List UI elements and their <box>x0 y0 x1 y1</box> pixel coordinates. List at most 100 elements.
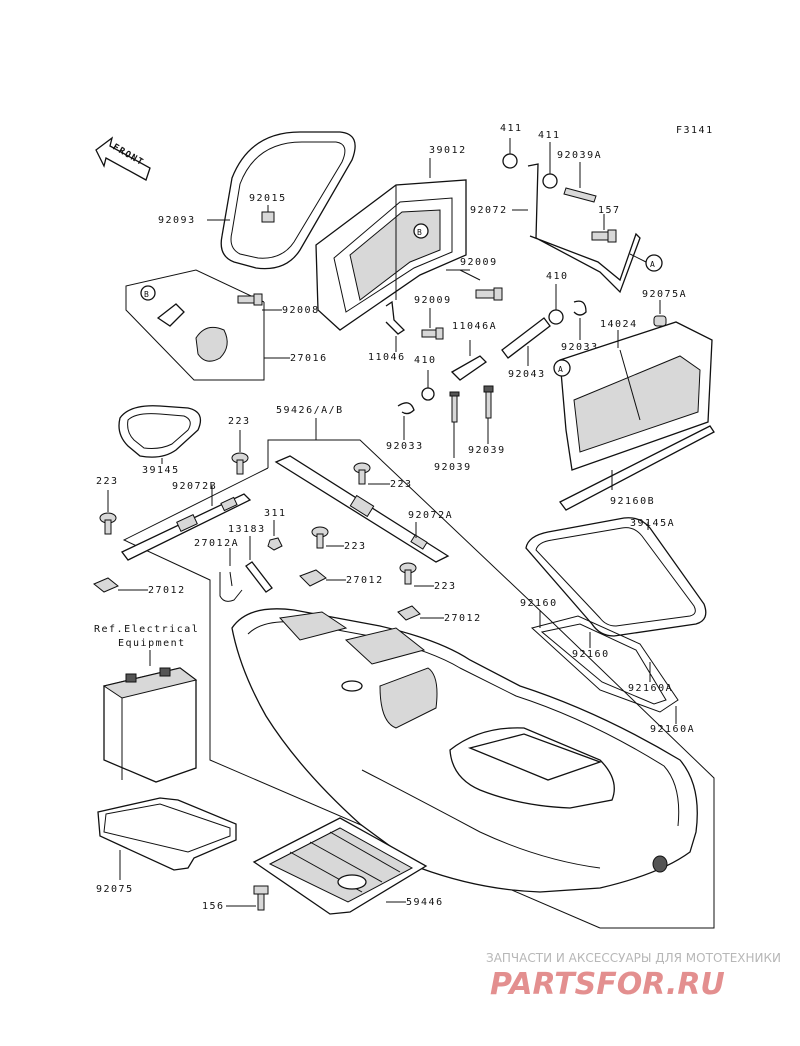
ref-note-line1: Ref.Electrical <box>94 624 199 635</box>
storage-cover-14024 <box>559 321 713 471</box>
seal-39145a <box>525 517 707 637</box>
part-39145: 39145 <box>142 465 180 476</box>
part-59446: 59446 <box>406 897 444 908</box>
part-92160-a: 92160 <box>520 598 558 609</box>
part-39012: 39012 <box>429 145 467 156</box>
part-411-a: 411 <box>500 123 523 134</box>
part-92160a-b: 92160A <box>650 724 695 735</box>
group-27016-box <box>125 269 265 381</box>
part-92039-a: 92039 <box>434 462 472 473</box>
part-92075a: 92075A <box>642 289 687 300</box>
part-157: 157 <box>598 205 621 216</box>
battery <box>102 667 198 783</box>
plate-13183 <box>245 561 273 593</box>
gasket-39145 <box>118 405 202 458</box>
watermark-tagline: ЗАПЧАСТИ И АКСЕССУАРЫ ДЛЯ МОТОТЕХНИКИ <box>486 951 781 965</box>
part-11046a: 11046A <box>452 321 497 332</box>
part-92072: 92072 <box>470 205 508 216</box>
part-223-c: 223 <box>390 479 413 490</box>
part-410-b: 410 <box>546 271 569 282</box>
clip-92033-upper <box>573 300 587 316</box>
strip-92160b <box>559 425 715 511</box>
callout-b-frame-text: B <box>417 228 423 237</box>
bracket-11046 <box>385 300 406 335</box>
callout-b-frame <box>413 223 429 239</box>
strap-92072b <box>121 493 252 561</box>
hatch-gasket-92093 <box>220 131 356 270</box>
mat-92075 <box>97 797 237 871</box>
rod-92043 <box>501 317 551 359</box>
bolt-92008 <box>237 293 263 306</box>
part-59426: 59426/A/B <box>276 405 344 416</box>
part-92009-b: 92009 <box>414 295 452 306</box>
part-156: 156 <box>202 901 225 912</box>
part-92008: 92008 <box>282 305 320 316</box>
callout-a-cover-text: A <box>558 365 564 374</box>
part-223-b: 223 <box>96 476 119 487</box>
bolt-156 <box>253 885 269 911</box>
part-92072a: 92072A <box>408 510 453 521</box>
part-410-a: 410 <box>414 355 437 366</box>
bolt-223-e <box>399 562 417 585</box>
callout-a-strap <box>645 254 663 272</box>
callout-a-strap-text: A <box>650 260 656 269</box>
part-223-e: 223 <box>434 581 457 592</box>
part-92043: 92043 <box>508 369 546 380</box>
callout-b-hinge-text: B <box>144 290 150 299</box>
part-311: 311 <box>264 508 287 519</box>
clip-92033-lower <box>397 402 415 415</box>
bolt-223-a <box>231 452 249 475</box>
part-13183: 13183 <box>228 524 266 535</box>
part-27012a: 27012A <box>194 538 239 549</box>
hull-body <box>231 608 698 893</box>
strap-92072a <box>274 455 450 563</box>
pin-92039a <box>563 187 597 203</box>
bolt-223-c <box>353 462 371 485</box>
pin-92039-lower-b <box>483 385 494 419</box>
part-411-b: 411 <box>538 130 561 141</box>
part-92015: 92015 <box>249 193 287 204</box>
group-59426-frame-left <box>122 467 601 929</box>
part-92160b: 92160B <box>610 496 655 507</box>
part-27012-a: 27012 <box>148 585 186 596</box>
ride-plate-59446 <box>252 817 428 915</box>
part-27016: 27016 <box>290 353 328 364</box>
washer-410-lower <box>421 387 435 401</box>
washer-410-upper <box>548 309 564 325</box>
figure-code: F3141 <box>676 125 714 136</box>
ubolt-27012a-leg <box>229 571 233 587</box>
clip-27012-left <box>93 577 119 593</box>
part-92039-b: 92039 <box>468 445 506 456</box>
washer-411-a <box>502 153 518 169</box>
part-92039a: 92039A <box>557 150 602 161</box>
callout-a-cover <box>553 359 571 377</box>
part-92072b: 92072B <box>172 481 217 492</box>
bolt-223-b <box>99 512 117 535</box>
clip-27012-mid <box>299 569 327 587</box>
part-14024: 14024 <box>600 319 638 330</box>
part-11046: 11046 <box>368 352 406 363</box>
part-92075: 92075 <box>96 884 134 895</box>
hinge-27016 <box>156 303 228 362</box>
seal-set-92160 <box>530 615 679 713</box>
watermark-brand: PARTSFOR.RU <box>490 967 725 1002</box>
clip-27012-right <box>397 605 421 621</box>
group-59426-frame <box>267 439 715 929</box>
part-92033-b: 92033 <box>561 342 599 353</box>
nut-311 <box>267 537 283 551</box>
bolt-92009-lower <box>421 327 444 340</box>
ref-note-line2: Equipment <box>118 638 186 649</box>
part-223-a: 223 <box>228 416 251 427</box>
part-39145a: 39145A <box>630 518 675 529</box>
part-27012-b: 27012 <box>346 575 384 586</box>
strap-92072 <box>527 163 641 294</box>
part-92009-a: 92009 <box>460 257 498 268</box>
washer-411-b <box>542 173 558 189</box>
part-27012-c: 27012 <box>444 613 482 624</box>
part-92033-a: 92033 <box>386 441 424 452</box>
part-92093: 92093 <box>158 215 196 226</box>
callout-b-hinge <box>140 285 156 301</box>
ubolt-27012a <box>219 572 243 602</box>
bracket-11046a <box>450 355 488 381</box>
